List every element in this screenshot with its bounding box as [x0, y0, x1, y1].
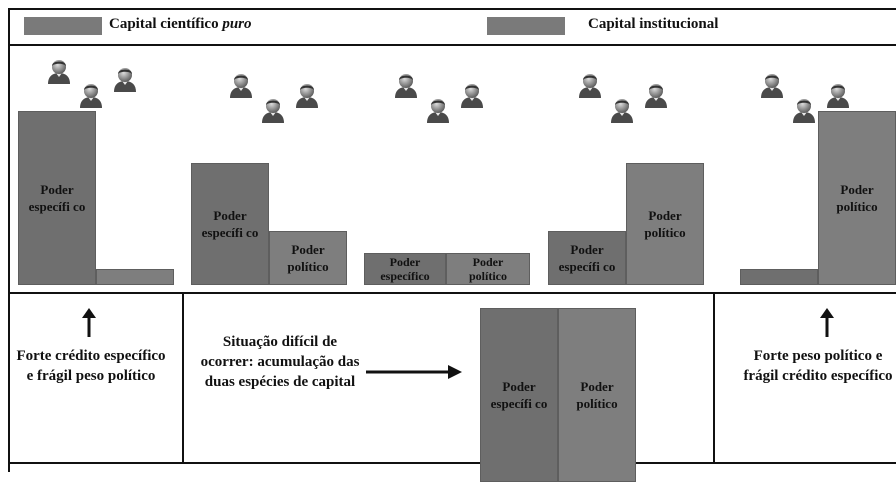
- legend-scientific-italic: puro: [222, 16, 252, 32]
- bottom-rule: [8, 462, 896, 464]
- person-icon: [112, 66, 138, 92]
- person-icon: [393, 72, 419, 98]
- bar-institutional-4: Poder político: [626, 163, 704, 285]
- lower-panel: [8, 292, 896, 472]
- bar-scientific-4: Poder específi co: [548, 231, 626, 285]
- left-caption: Forte crédito específico e frágil peso p…: [16, 348, 166, 384]
- arrow-right-icon: [366, 365, 462, 379]
- legend-swatch-institutional: [487, 17, 565, 35]
- bar-scientific-3: Poder específico: [364, 253, 446, 285]
- bar-label: Poder específi co: [558, 242, 616, 274]
- person-icon: [260, 97, 286, 123]
- bar-label: Poder específi co: [490, 379, 548, 411]
- person-icon: [577, 72, 603, 98]
- middle-bar-scientific: Poder específi co: [480, 308, 558, 482]
- bar-institutional-3: Poder político: [446, 253, 530, 285]
- arrow-up-icon: [82, 308, 96, 337]
- legend-swatch-scientific: [24, 17, 102, 35]
- person-icon: [46, 58, 72, 84]
- bar-label: Poder específi co: [28, 182, 86, 214]
- person-icon: [791, 97, 817, 123]
- person-icon: [759, 72, 785, 98]
- legend-scientific-text: Capital científico: [109, 16, 219, 32]
- middle-bar-institutional: Poder político: [558, 308, 636, 482]
- person-icon: [425, 97, 451, 123]
- person-icon: [643, 82, 669, 108]
- bar-institutional-1: [96, 269, 174, 285]
- upper-panel: [8, 44, 896, 294]
- bar-label: Poder específi co: [201, 208, 259, 240]
- legend-label-scientific: Capital científico puro: [109, 16, 252, 33]
- bar-institutional-2: Poder político: [269, 231, 347, 285]
- person-icon: [609, 97, 635, 123]
- divider-left: [182, 292, 184, 464]
- bar-scientific-2: Poder específi co: [191, 163, 269, 285]
- person-icon: [294, 82, 320, 108]
- person-icon: [825, 82, 851, 108]
- bar-label: Poder político: [469, 255, 507, 283]
- bar-label: Poder político: [287, 242, 329, 274]
- bar-scientific-1: Poder específi co: [18, 111, 96, 285]
- divider-right: [713, 292, 715, 464]
- person-icon: [459, 82, 485, 108]
- middle-caption: Situação difícil de ocorrer: acumulação …: [200, 334, 360, 390]
- arrow-up-icon: [820, 308, 834, 337]
- person-icon: [78, 82, 104, 108]
- bar-scientific-5: [740, 269, 818, 285]
- bar-label: Poder político: [576, 379, 618, 411]
- person-icon: [228, 72, 254, 98]
- bar-label: Poder político: [644, 208, 686, 240]
- bar-label: Poder específico: [380, 255, 430, 283]
- bar-label: Poder político: [836, 182, 878, 214]
- bar-institutional-5: Poder político: [818, 111, 896, 285]
- right-caption: Forte peso político e frágil crédito esp…: [743, 348, 893, 384]
- legend-label-institutional: Capital institucional: [588, 16, 719, 32]
